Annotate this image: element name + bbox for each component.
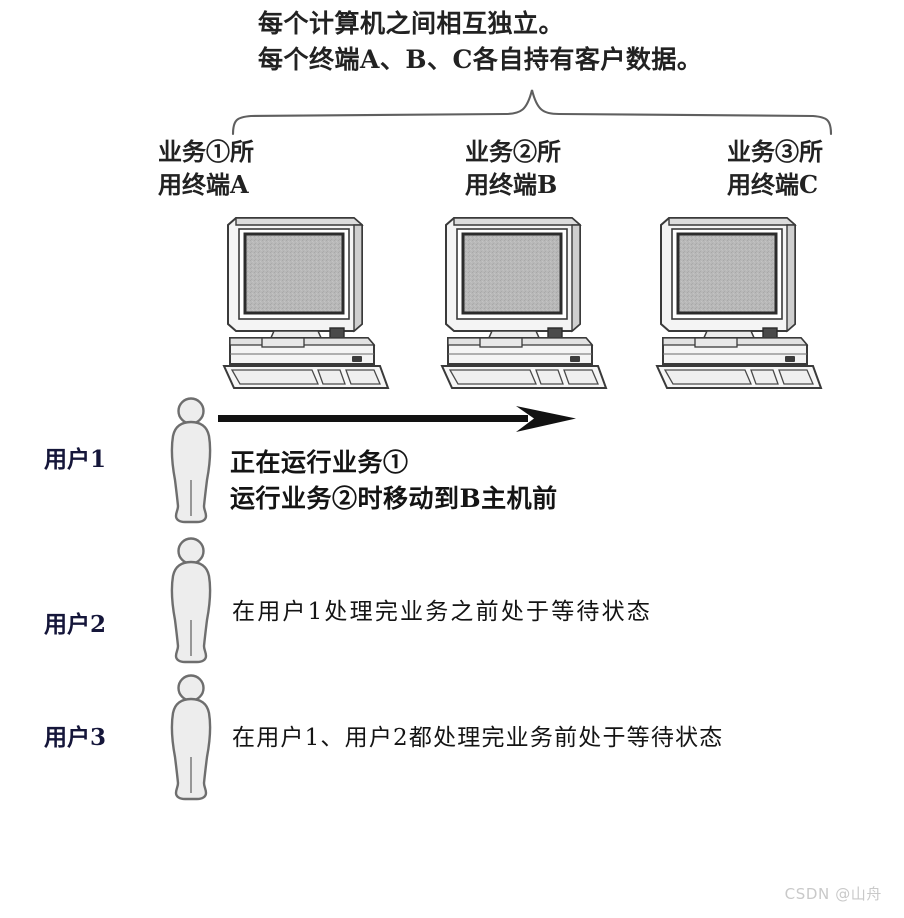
right-arrow-icon (218, 406, 576, 432)
person-figure-icon (170, 397, 212, 524)
caption-title-line-1: 每个计算机之间相互独立。 (258, 9, 565, 38)
terminal-label-b-line-1: 业务②所 (465, 137, 561, 166)
terminal-label-c: 业务③所 用终端C (727, 135, 823, 201)
caption-title-line-2: 每个终端A、B、C各自持有客户数据。 (258, 44, 703, 74)
user-note-1-line-2: 运行业务②时移动到B主机前 (230, 483, 558, 513)
caption-title: 每个计算机之间相互独立。 每个终端A、B、C各自持有客户数据。 (258, 6, 858, 77)
terminal-label-a-line-1: 业务①所 (158, 137, 254, 166)
user-figure-3 (163, 673, 219, 805)
user-figure-2 (163, 536, 219, 668)
user-label-1: 用户1 (44, 446, 107, 473)
user-note-1-line-1: 正在运行业务① (230, 448, 409, 477)
terminal-label-c-line-1: 业务③所 (727, 137, 823, 166)
desktop-computer-icon (655, 217, 823, 389)
watermark: CSDN @山舟 (784, 885, 882, 903)
terminal-label-a-line-2: 用终端A (158, 170, 249, 200)
user-note-1: 正在运行业务① 运行业务②时移动到B主机前 (230, 445, 558, 516)
person-figure-icon (170, 674, 212, 801)
user-note-2: 在用户1处理完业务之前处于等待状态 (232, 599, 653, 625)
terminal-computer-a (222, 212, 414, 392)
desktop-computer-icon (440, 217, 608, 389)
movement-arrow (216, 404, 584, 440)
terminal-label-a: 业务①所 用终端A (158, 135, 254, 201)
user-note-3: 在用户1、用户2都处理完业务前处于等待状态 (232, 725, 724, 751)
terminal-label-c-line-2: 用终端C (727, 170, 819, 200)
terminal-computer-c (655, 212, 847, 392)
user-label-3: 用户3 (44, 724, 107, 751)
desktop-computer-icon (222, 217, 390, 389)
person-figure-icon (170, 537, 212, 664)
brace (225, 84, 840, 136)
user-figure-1 (163, 396, 219, 528)
user-label-2: 用户2 (44, 611, 107, 638)
terminal-label-b-line-2: 用终端B (465, 170, 558, 200)
terminal-computer-b (440, 212, 632, 392)
terminal-label-b: 业务②所 用终端B (465, 135, 561, 201)
horizontal-curly-brace-icon (231, 89, 833, 136)
